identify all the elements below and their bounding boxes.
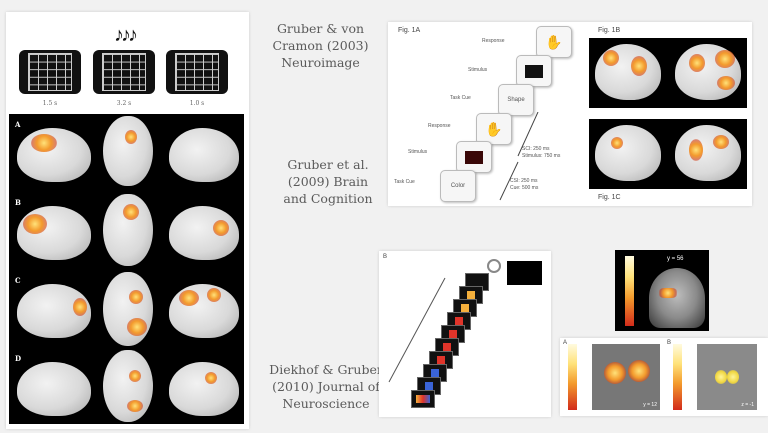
coronal-coord-label: y = 56 <box>667 256 684 262</box>
brain-lateral-c-right <box>169 284 239 338</box>
music-notes-icon: ♪♪♪ <box>114 24 138 46</box>
shape-cue-card: Shape <box>498 84 534 116</box>
brain-activation-figure: A B C D <box>9 114 244 424</box>
row-label-d: D <box>15 354 22 363</box>
timeline-slash-lines <box>499 112 539 201</box>
striatum-slice-a: y = 12 <box>592 344 660 410</box>
response-card-1: ✋ <box>536 26 572 58</box>
gruber-2009-figure-panel: Fig. 1A Response Stimulus Task Cue Respo… <box>388 22 752 206</box>
diekhof-task-figure-panel: B <box>379 251 551 417</box>
fig-1c-image <box>589 119 747 189</box>
brain-top-b <box>103 194 153 266</box>
brain-lateral-d-right <box>169 362 239 416</box>
fig-1c-title: Fig. 1C <box>598 194 621 201</box>
step-label-stimulus-2: Stimulus <box>408 149 428 155</box>
brain-top-a <box>103 116 153 186</box>
color-cue-card: Color <box>440 170 476 202</box>
stimulus-card-2 <box>456 141 492 173</box>
grid-screen-3 <box>166 50 228 94</box>
stimulus-card-1 <box>516 55 552 87</box>
left-figure-panel: ♪♪♪ 1.5 s 3.2 s 1.0 s A B C D <box>6 12 249 429</box>
panel-a-letter: A <box>563 340 568 346</box>
fig-1b-title: Fig. 1B <box>598 27 621 34</box>
fig-1a-title: Fig. 1A <box>398 27 421 34</box>
striatum-slice-b: z = -1 <box>697 344 757 410</box>
step-label-response-2: Response <box>428 123 451 129</box>
row-label-b: B <box>15 198 21 207</box>
brain-lateral-b-right <box>169 206 239 260</box>
striatum-figure-panel: A y = 12 B z = -1 <box>560 338 768 416</box>
row-label-c: C <box>15 276 21 285</box>
panel-b-coord: z = -1 <box>741 402 754 408</box>
row-label-a: A <box>15 120 21 129</box>
citation-diekhof-2010: Diekhof & Gruber (2010) Journal of Neuro… <box>269 362 383 411</box>
citation-gruber-2003: Gruber & von Cramon (2003) Neuroimage <box>272 21 369 70</box>
color-scale-a <box>568 344 577 410</box>
step-label-stimulus-1: Stimulus <box>468 67 488 73</box>
citation-gruber-2009: Gruber et al. (2009) Brain and Cognition <box>283 157 373 206</box>
reinforcement-box <box>507 261 542 285</box>
magnifier-icon <box>487 259 501 273</box>
grid-screen-1 <box>19 50 81 94</box>
diekhof-panel-letter: B <box>383 254 388 260</box>
brain-top-c <box>103 272 153 346</box>
coronal-mri-figure: y = 56 <box>615 250 709 331</box>
diekhof-diagonal-line <box>388 277 446 383</box>
brain-lateral-b-left <box>17 206 91 260</box>
brain-lateral-c-left <box>17 284 91 338</box>
panel-a-coord: y = 12 <box>643 402 657 408</box>
brain-lateral-a-right <box>169 128 239 182</box>
color-scale-b <box>673 344 682 410</box>
trial-step <box>411 390 435 408</box>
brain-lateral-d-left <box>17 362 91 416</box>
hand-icon: ✋ <box>545 33 563 50</box>
panel-b-letter: B <box>667 340 672 346</box>
step-label-taskcue-2: Task Cue <box>394 179 415 185</box>
timing-label-2: 3.2 s <box>116 100 132 107</box>
timing-label-1: 1.5 s <box>42 100 58 107</box>
step-label-response-1: Response <box>482 38 505 44</box>
response-card-2: ✋ <box>476 113 512 145</box>
fig-1b-image <box>589 38 747 108</box>
color-scale-bar <box>625 256 634 326</box>
timing-label-3: 1.0 s <box>189 100 205 107</box>
coronal-brain-slice <box>649 268 705 328</box>
brain-lateral-a-left <box>17 128 91 182</box>
timing-lower: CSI: 250 ms Cue: 500 ms <box>510 178 539 191</box>
grid-screen-2 <box>93 50 155 94</box>
step-label-taskcue-1: Task Cue <box>450 95 471 101</box>
timing-upper: SCI: 250 ms Stimulus: 750 ms <box>522 146 561 159</box>
brain-top-d <box>103 350 153 422</box>
hand-icon: ✋ <box>485 120 503 137</box>
